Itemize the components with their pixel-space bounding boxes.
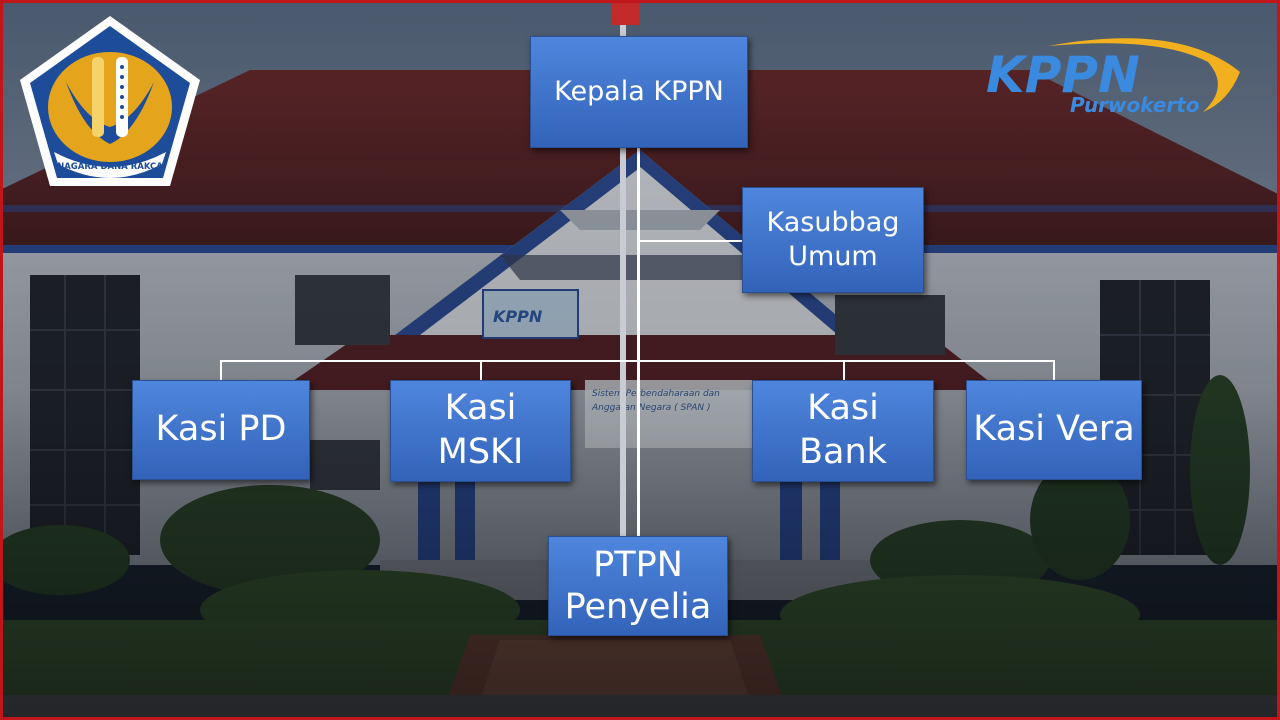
node-kasubbag-umum: Kasubbag Umum: [742, 187, 924, 293]
node-kasi-vera: Kasi Vera: [966, 380, 1142, 480]
node-kasi-mski: Kasi MSKI: [390, 380, 571, 482]
node-kepala-kppn: Kepala KPPN: [530, 36, 748, 148]
kppn-city: Purwokerto: [1070, 93, 1200, 117]
kemenkeu-emblem-logo: NAGARA DANA RAKÇA: [20, 16, 200, 186]
connector-kasi-horizontal: [220, 360, 1055, 362]
connector-kasi-bank: [843, 360, 845, 380]
kppn-wordmark: KPPN: [986, 46, 1140, 104]
connector-kasubbag: [638, 240, 742, 242]
kppn-purwokerto-logo: KPPN Purwokerto: [986, 38, 1240, 117]
connector-kasi-pd: [220, 360, 222, 380]
connector-kasi-vera: [1053, 360, 1055, 380]
node-kasi-bank: Kasi Bank: [752, 380, 934, 482]
node-kasi-pd: Kasi PD: [132, 380, 310, 480]
node-ptpn-penyelia: PTPN Penyelia: [548, 536, 728, 636]
connector-head-trunk: [637, 148, 640, 536]
connector-kasi-mski: [480, 360, 482, 380]
emblem-motto: NAGARA DANA RAKÇA: [57, 162, 163, 172]
